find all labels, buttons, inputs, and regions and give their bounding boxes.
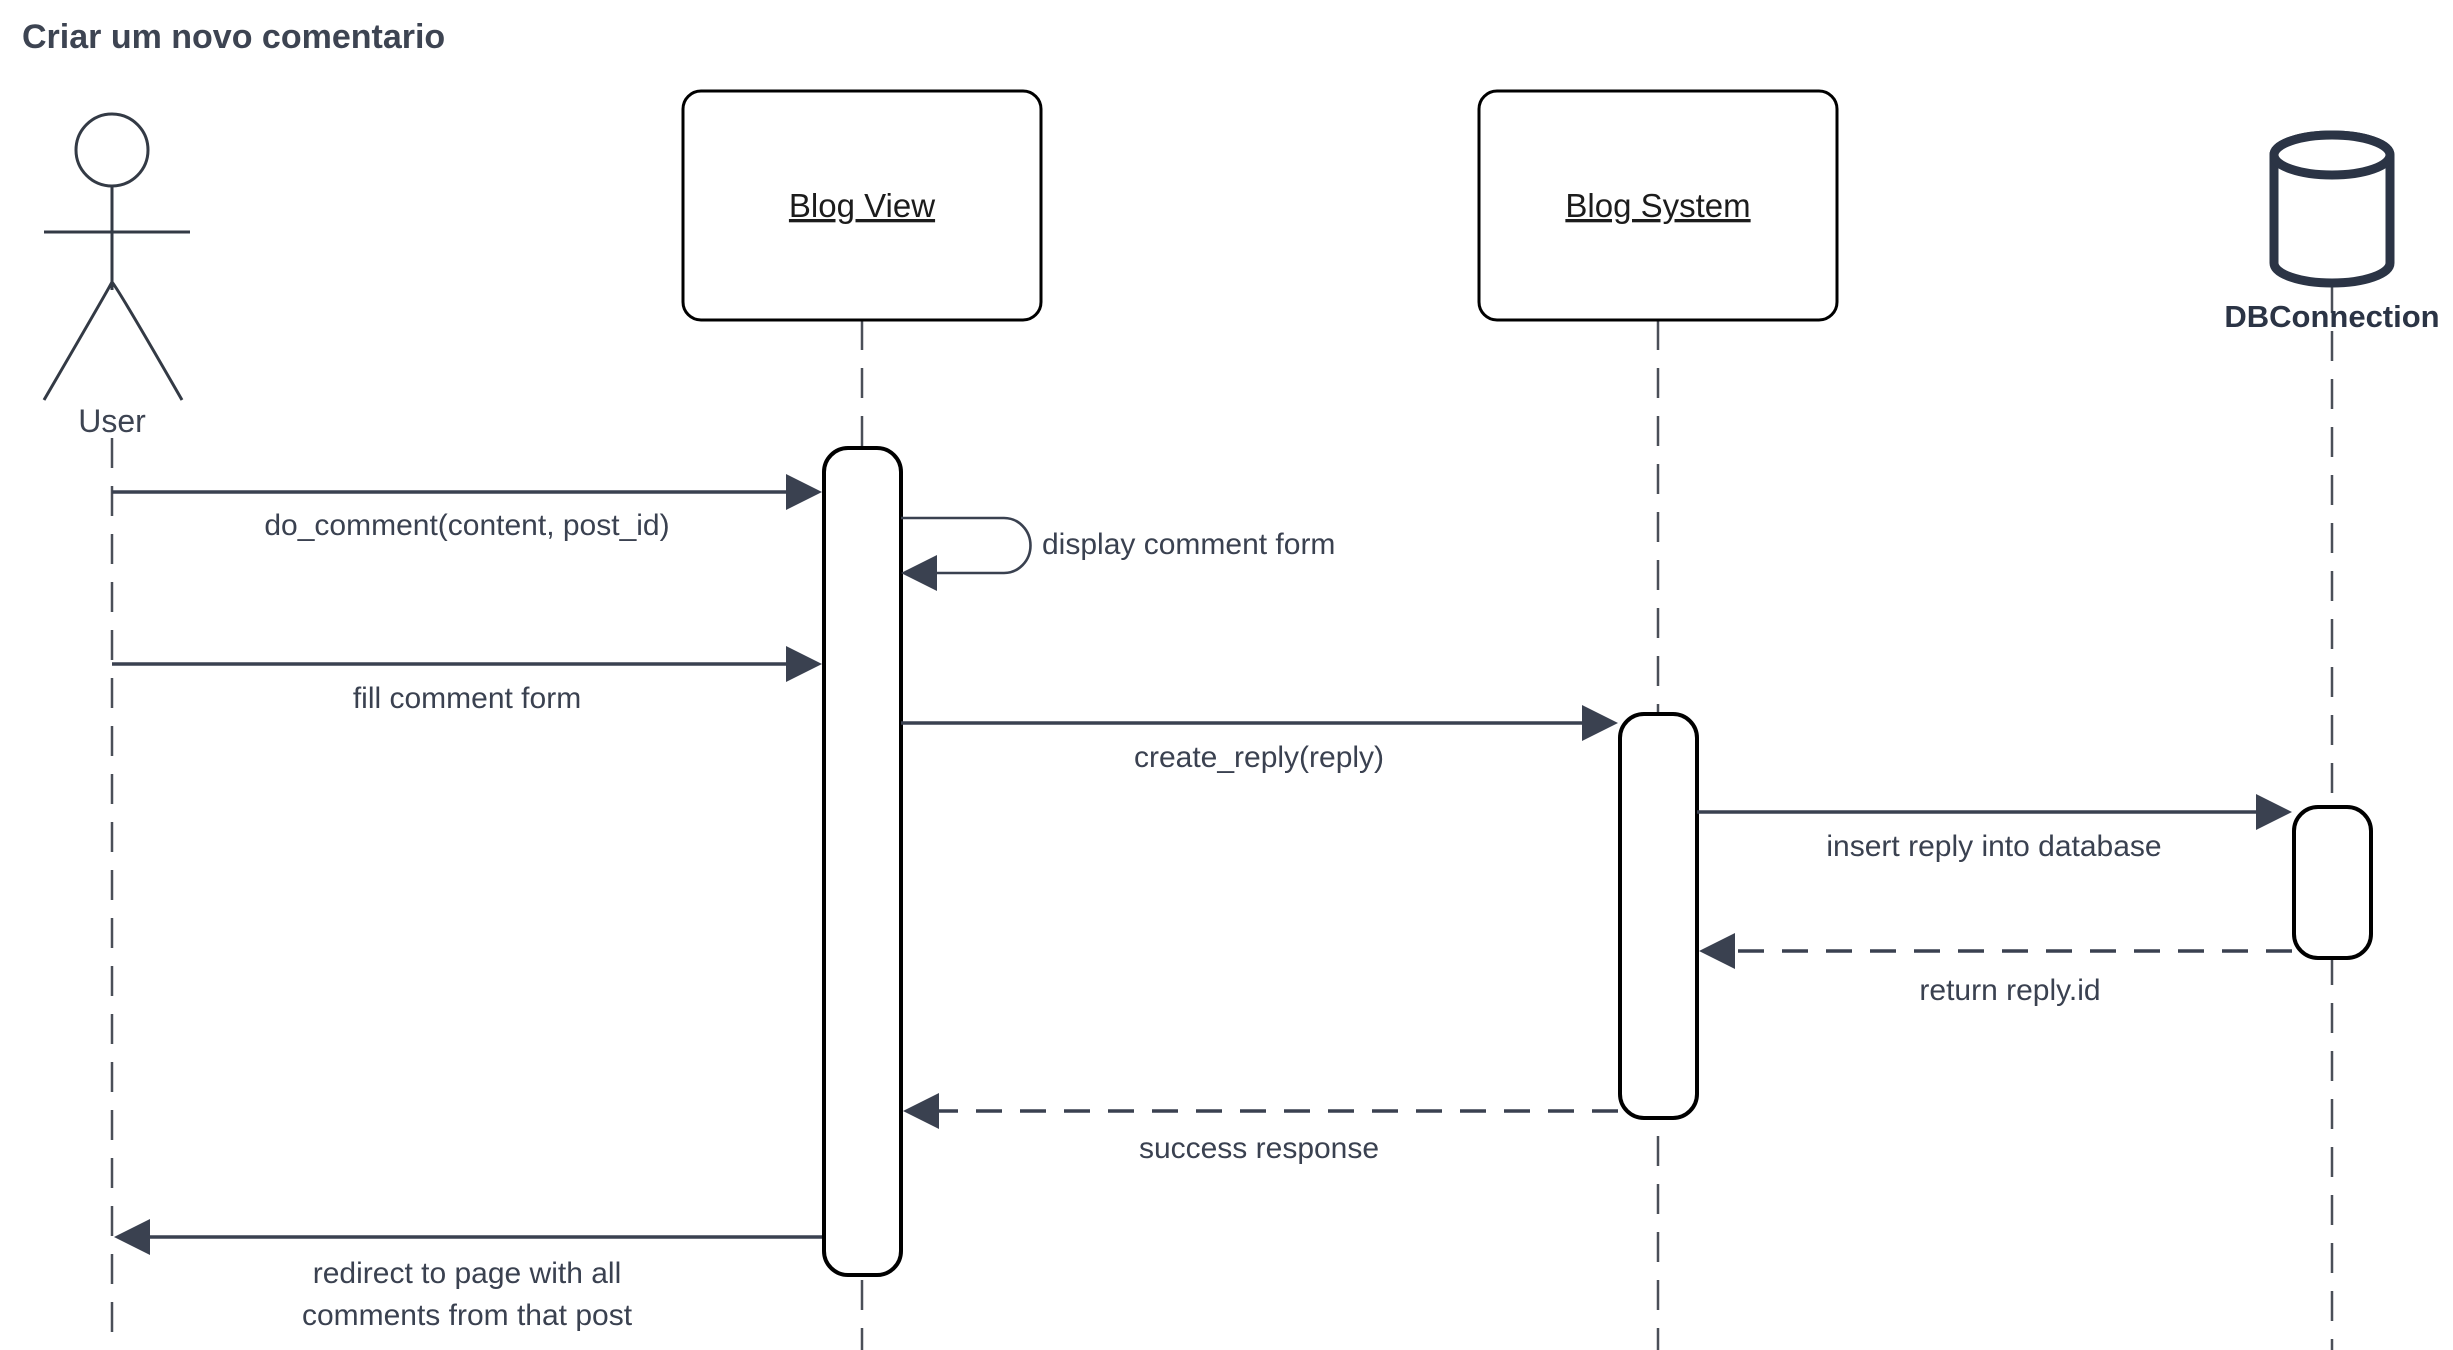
activation-bar-blog-system[interactable]: [1618, 712, 1699, 1120]
arrow-head-right: [786, 474, 822, 510]
activation-bars: [822, 446, 2373, 1277]
message-label: redirect to page with all: [313, 1257, 622, 1290]
lifelines: [110, 283, 2334, 1350]
message-display-comment-form[interactable]: display comment form: [901, 516, 1335, 591]
database-cylinder-top-ellipse: [2269, 130, 2395, 180]
arrow-head-left: [1699, 933, 1735, 969]
participant-label-db-connection: DBConnection: [2224, 299, 2439, 334]
actor-leg-right: [110, 281, 184, 401]
participant-blog-view[interactable]: Blog View: [681, 89, 1043, 322]
message-label: do_comment(content, post_id): [264, 509, 669, 542]
message-do-comment[interactable]: do_comment(content, post_id): [112, 474, 822, 542]
arrow-head-left: [901, 555, 937, 591]
message-label: return reply.id: [1919, 974, 2100, 1007]
participant-user[interactable]: User: [42, 112, 190, 439]
message-label: fill comment form: [353, 682, 581, 715]
participant-label-user: User: [78, 403, 146, 439]
arrow-head-left: [903, 1093, 939, 1129]
message-label: display comment form: [1042, 528, 1335, 561]
message-redirect[interactable]: redirect to page with all comments from …: [114, 1219, 822, 1332]
message-label: insert reply into database: [1826, 830, 2161, 863]
message-fill-comment-form[interactable]: fill comment form: [112, 646, 822, 715]
actor-head-icon: [74, 112, 150, 188]
message-label-line2: comments from that post: [302, 1299, 633, 1332]
participant-label-blog-view: Blog View: [789, 187, 935, 224]
message-return-reply-id[interactable]: return reply.id: [1699, 933, 2292, 1007]
arrow-head-right: [2256, 794, 2292, 830]
participant-db-connection[interactable]: DBConnection: [2224, 130, 2440, 334]
message-label: create_reply(reply): [1134, 741, 1384, 774]
lifeline-box-blog-view[interactable]: [681, 89, 1043, 322]
page-title: Criar um novo comentario: [22, 18, 445, 56]
actor-leg-left: [42, 281, 114, 401]
participant-blog-system[interactable]: Blog System: [1477, 89, 1839, 322]
participant-label-blog-system: Blog System: [1565, 187, 1750, 224]
arrow-head-right: [1582, 705, 1618, 741]
message-success-response[interactable]: success response: [903, 1093, 1618, 1165]
arrow-head-right: [786, 646, 822, 682]
arrow-head-left: [114, 1219, 150, 1255]
activation-bar-db-connection[interactable]: [2292, 805, 2373, 960]
lifeline-box-blog-system[interactable]: [1477, 89, 1839, 322]
message-label: success response: [1139, 1132, 1379, 1165]
activation-bar-blog-view[interactable]: [822, 446, 903, 1277]
message-self-loop-path: [901, 516, 1032, 575]
message-create-reply[interactable]: create_reply(reply): [901, 705, 1618, 774]
message-insert-reply[interactable]: insert reply into database: [1697, 794, 2292, 863]
